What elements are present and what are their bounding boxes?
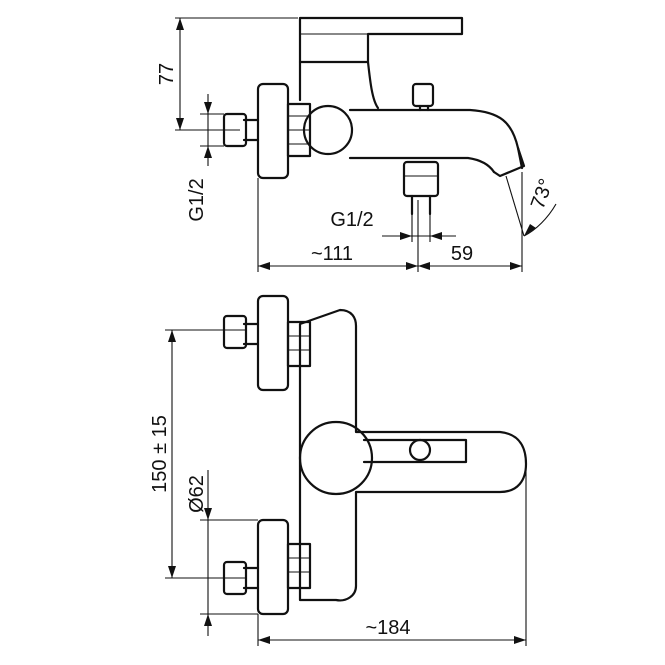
dim-g12-inlet-label: G1/2 <box>186 178 208 221</box>
dim-150-label: 150 ± 15 <box>149 415 171 493</box>
dim-59-label: 59 <box>451 243 473 265</box>
dim-184-label: ~184 <box>365 617 410 639</box>
dim-62-label: Ø62 <box>186 475 208 513</box>
dim-77-label: 77 <box>156 63 178 85</box>
dim-73deg-label: 73° <box>527 176 558 212</box>
dim-g12-outlet-label: G1/2 <box>330 209 373 231</box>
dim-111-label: ~111 <box>311 243 353 265</box>
front-view: 150 ± 15 Ø62 ~184 <box>149 294 528 646</box>
side-view: 77 G1/2 G1/2 ~111 59 73° <box>156 16 558 272</box>
